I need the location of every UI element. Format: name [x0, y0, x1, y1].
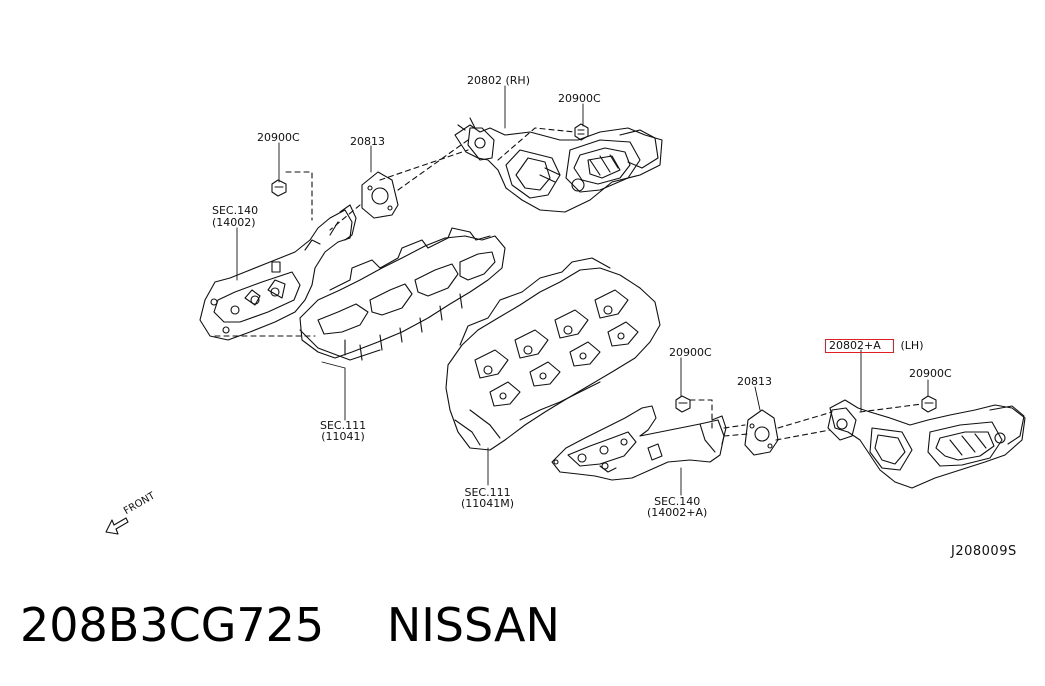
label-20813-top[interactable]: 20813 — [350, 135, 385, 148]
front-arrow-icon — [105, 517, 129, 535]
label-20813-bottom[interactable]: 20813 — [737, 375, 772, 388]
label-20802-rh[interactable]: 20802 (RH) — [467, 74, 530, 87]
label-lh-side: (LH) — [900, 339, 924, 352]
label-sec111-middle[interactable]: SEC.111 (11041M) — [461, 487, 514, 509]
highlighted-part-number: 20802+A — [825, 339, 894, 353]
nut-20900c-left — [271, 179, 287, 197]
label-sec111-left-line2: (11041) — [321, 430, 365, 443]
label-sec140-top-line1: SEC.140 — [212, 204, 259, 217]
nut-20900c-right — [921, 395, 937, 413]
label-20900c-right[interactable]: 20900C — [909, 367, 952, 380]
label-sec111-mid-line2: (11041M) — [461, 497, 515, 510]
label-20900c-left[interactable]: 20900C — [257, 131, 300, 144]
exhaust-manifold-lower — [551, 405, 727, 481]
assembly-lines-lower — [689, 399, 923, 441]
cylinder-head-left — [299, 227, 506, 361]
label-sec140-top-line2: (14002) — [212, 216, 256, 229]
nut-20900c-mid — [675, 395, 691, 413]
label-20900c-mid[interactable]: 20900C — [669, 346, 712, 359]
label-sec140-bottom[interactable]: SEC.140 (14002+A) — [647, 496, 707, 518]
part-number: 208B3CG725 — [20, 598, 325, 652]
label-sec140-bot-line2: (14002+A) — [647, 506, 708, 519]
exhaust-parts-diagram — [105, 85, 1026, 535]
label-20900c-top[interactable]: 20900C — [558, 92, 601, 105]
label-sec140-bot-line1: SEC.140 — [654, 495, 701, 508]
label-sec140-top[interactable]: SEC.140 (14002) — [212, 205, 258, 229]
catalytic-converter-lh — [827, 399, 1026, 489]
assembly-lines-upper — [214, 127, 576, 337]
catalytic-converter-rh — [454, 117, 663, 213]
label-20802a-lh[interactable]: 20802+A (LH) — [825, 339, 924, 353]
label-sec111-left[interactable]: SEC.111 (11041) — [320, 420, 366, 442]
label-sec111-left-line1: SEC.111 — [320, 419, 367, 432]
gasket-20813-bottom — [744, 409, 779, 456]
gasket-20813-top — [361, 171, 399, 219]
cylinder-head-middle — [445, 257, 661, 451]
label-sec111-mid-line1: SEC.111 — [464, 486, 511, 499]
brand-name: NISSAN — [386, 598, 560, 652]
leader-lines — [236, 85, 929, 496]
nut-20900c-top — [574, 123, 589, 141]
diagram-code: J208009S — [951, 544, 1017, 559]
footer: 208B3CG725 NISSAN — [20, 598, 560, 662]
